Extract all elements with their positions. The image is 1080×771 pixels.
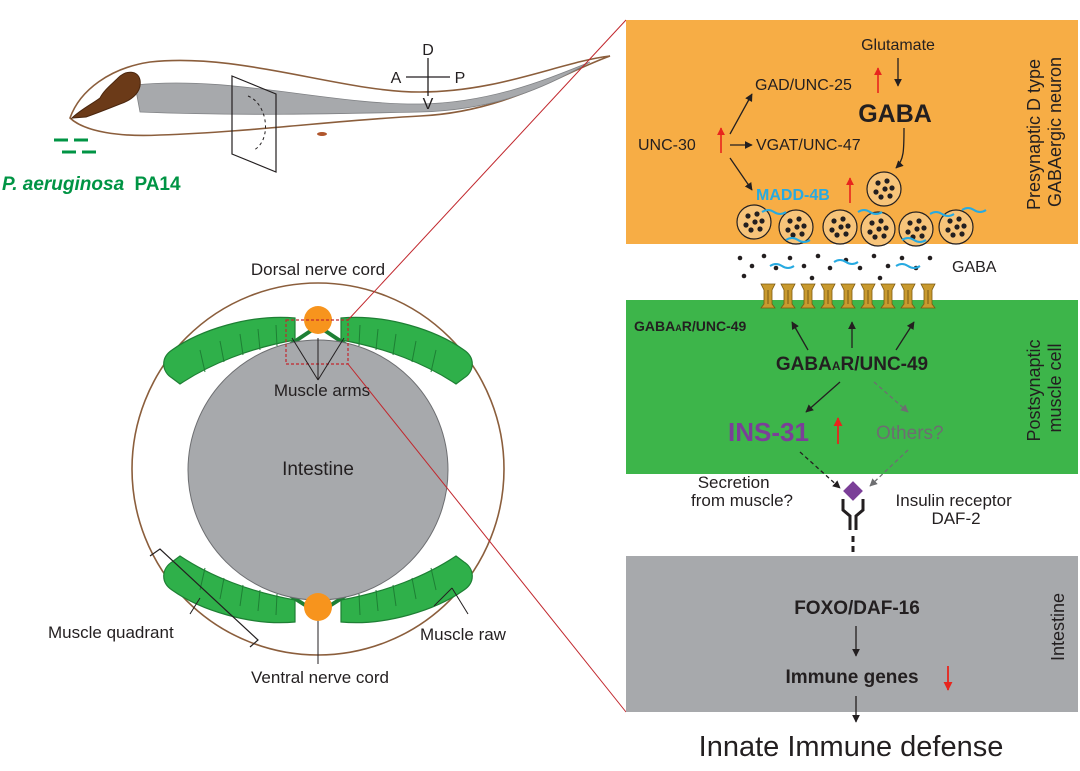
worm-illustration: P. aeruginosa PA14	[2, 55, 611, 195]
others-label: Others?	[876, 423, 944, 444]
cleft-gaba-label: GABA	[952, 259, 997, 276]
zoom-box	[285, 319, 349, 365]
bacteria-label-strain: PA14	[134, 174, 181, 195]
receptor-main-label: GABAAR/UNC-49	[776, 354, 928, 375]
insulin-receptor-icon	[841, 499, 865, 530]
receptor-main-sub: A	[832, 359, 841, 373]
neuron-side-label: Presynaptic D type GABAergic neuron	[1024, 54, 1065, 210]
zoom-line-bottom	[347, 363, 627, 713]
gabaa-receptors	[760, 283, 936, 309]
neuron-side-label-line1: Presynaptic D type	[1024, 59, 1044, 210]
muscle-quadrant-dorsal-left	[163, 316, 296, 385]
muscle-quadrant-ventral-left	[163, 555, 296, 624]
receptor-small-label: GABAAR/UNC-49	[634, 318, 747, 334]
muscle-quadrant-label: Muscle quadrant	[48, 623, 174, 642]
intestine-label: Intestine	[282, 459, 354, 480]
immune-genes-label: Immune genes	[785, 667, 918, 688]
outcome-label: Innate Immune defense	[699, 731, 1004, 763]
worm-body	[69, 55, 611, 137]
madd-squiggles	[761, 207, 987, 243]
secretion-line1: Secretion	[698, 473, 770, 492]
unc30-label: UNC-30	[638, 137, 696, 154]
receptor-small-prefix: GABA	[634, 318, 675, 334]
muscle-side-label-line2: muscle cell	[1045, 343, 1065, 432]
intestine-side-label: Intestine	[1048, 593, 1068, 661]
axis-dorsal: D	[422, 42, 434, 59]
gaba-big-label: GABA	[858, 100, 932, 128]
cross-section: Intestine Dorsal nerve cord Muscle arms …	[48, 260, 507, 687]
worm-vulva	[317, 132, 327, 136]
axis-ventral: V	[423, 96, 434, 113]
presynaptic-neuron-panel	[626, 20, 1078, 244]
axis-posterior: P	[455, 70, 466, 87]
worm-section-plane	[231, 75, 277, 173]
cleft-madd-squiggles	[769, 259, 921, 269]
worm-gut	[134, 61, 591, 115]
worm-pharynx	[70, 71, 141, 119]
madd-label: MADD-4B	[756, 187, 830, 204]
insulin-receptor-label: Insulin receptor DAF-2	[896, 491, 1017, 528]
cleft-gaba-molecules	[737, 253, 933, 281]
bacteria-label: P. aeruginosa PA14	[2, 174, 181, 195]
ins31-label: INS-31	[728, 417, 809, 447]
muscle-side-label: Postsynaptic muscle cell	[1024, 334, 1065, 441]
receptor-small-suffix: R/UNC-49	[682, 318, 747, 334]
receptor-main-suffix: R/UNC-49	[841, 354, 929, 375]
muscle-raw-label: Muscle raw	[420, 625, 507, 644]
vgat-label: VGAT/UNC-47	[756, 137, 861, 154]
muscle-quadrant-dorsal-right	[340, 316, 473, 385]
zoom-line-top	[347, 19, 627, 321]
axis-anterior: A	[391, 70, 402, 87]
glutamate-label: Glutamate	[861, 37, 935, 54]
foxo-label: FOXO/DAF-16	[794, 598, 920, 619]
muscle-quadrant-bracket	[149, 548, 259, 648]
gad-label: GAD/UNC-25	[755, 77, 852, 94]
neuron-side-label-line2: GABAergic neuron	[1045, 57, 1065, 207]
muscle-side-label-line1: Postsynaptic	[1024, 339, 1044, 441]
orientation-axis: D V A P	[391, 42, 466, 113]
muscle-arms-label: Muscle arms	[274, 381, 370, 400]
dorsal-nerve-cord-label: Dorsal nerve cord	[251, 260, 385, 279]
receptor-small-sub: A	[675, 323, 682, 333]
intestine-panel	[626, 556, 1078, 712]
muscle-quadrant-ventral-right	[340, 555, 473, 624]
ventral-nerve-cord	[304, 593, 332, 621]
insulin-receptor-line1: Insulin receptor	[896, 491, 1013, 510]
insulin-receptor-line2: DAF-2	[931, 509, 980, 528]
worm-section-ring	[247, 95, 266, 151]
secretion-label: Secretion from muscle?	[691, 473, 793, 510]
ventral-nerve-cord-label: Ventral nerve cord	[251, 668, 389, 687]
receptor-main-prefix: GABA	[776, 354, 832, 375]
insulin-ligand	[843, 481, 863, 501]
secretion-line2: from muscle?	[691, 491, 793, 510]
bacteria-label-species: P. aeruginosa	[2, 174, 125, 195]
